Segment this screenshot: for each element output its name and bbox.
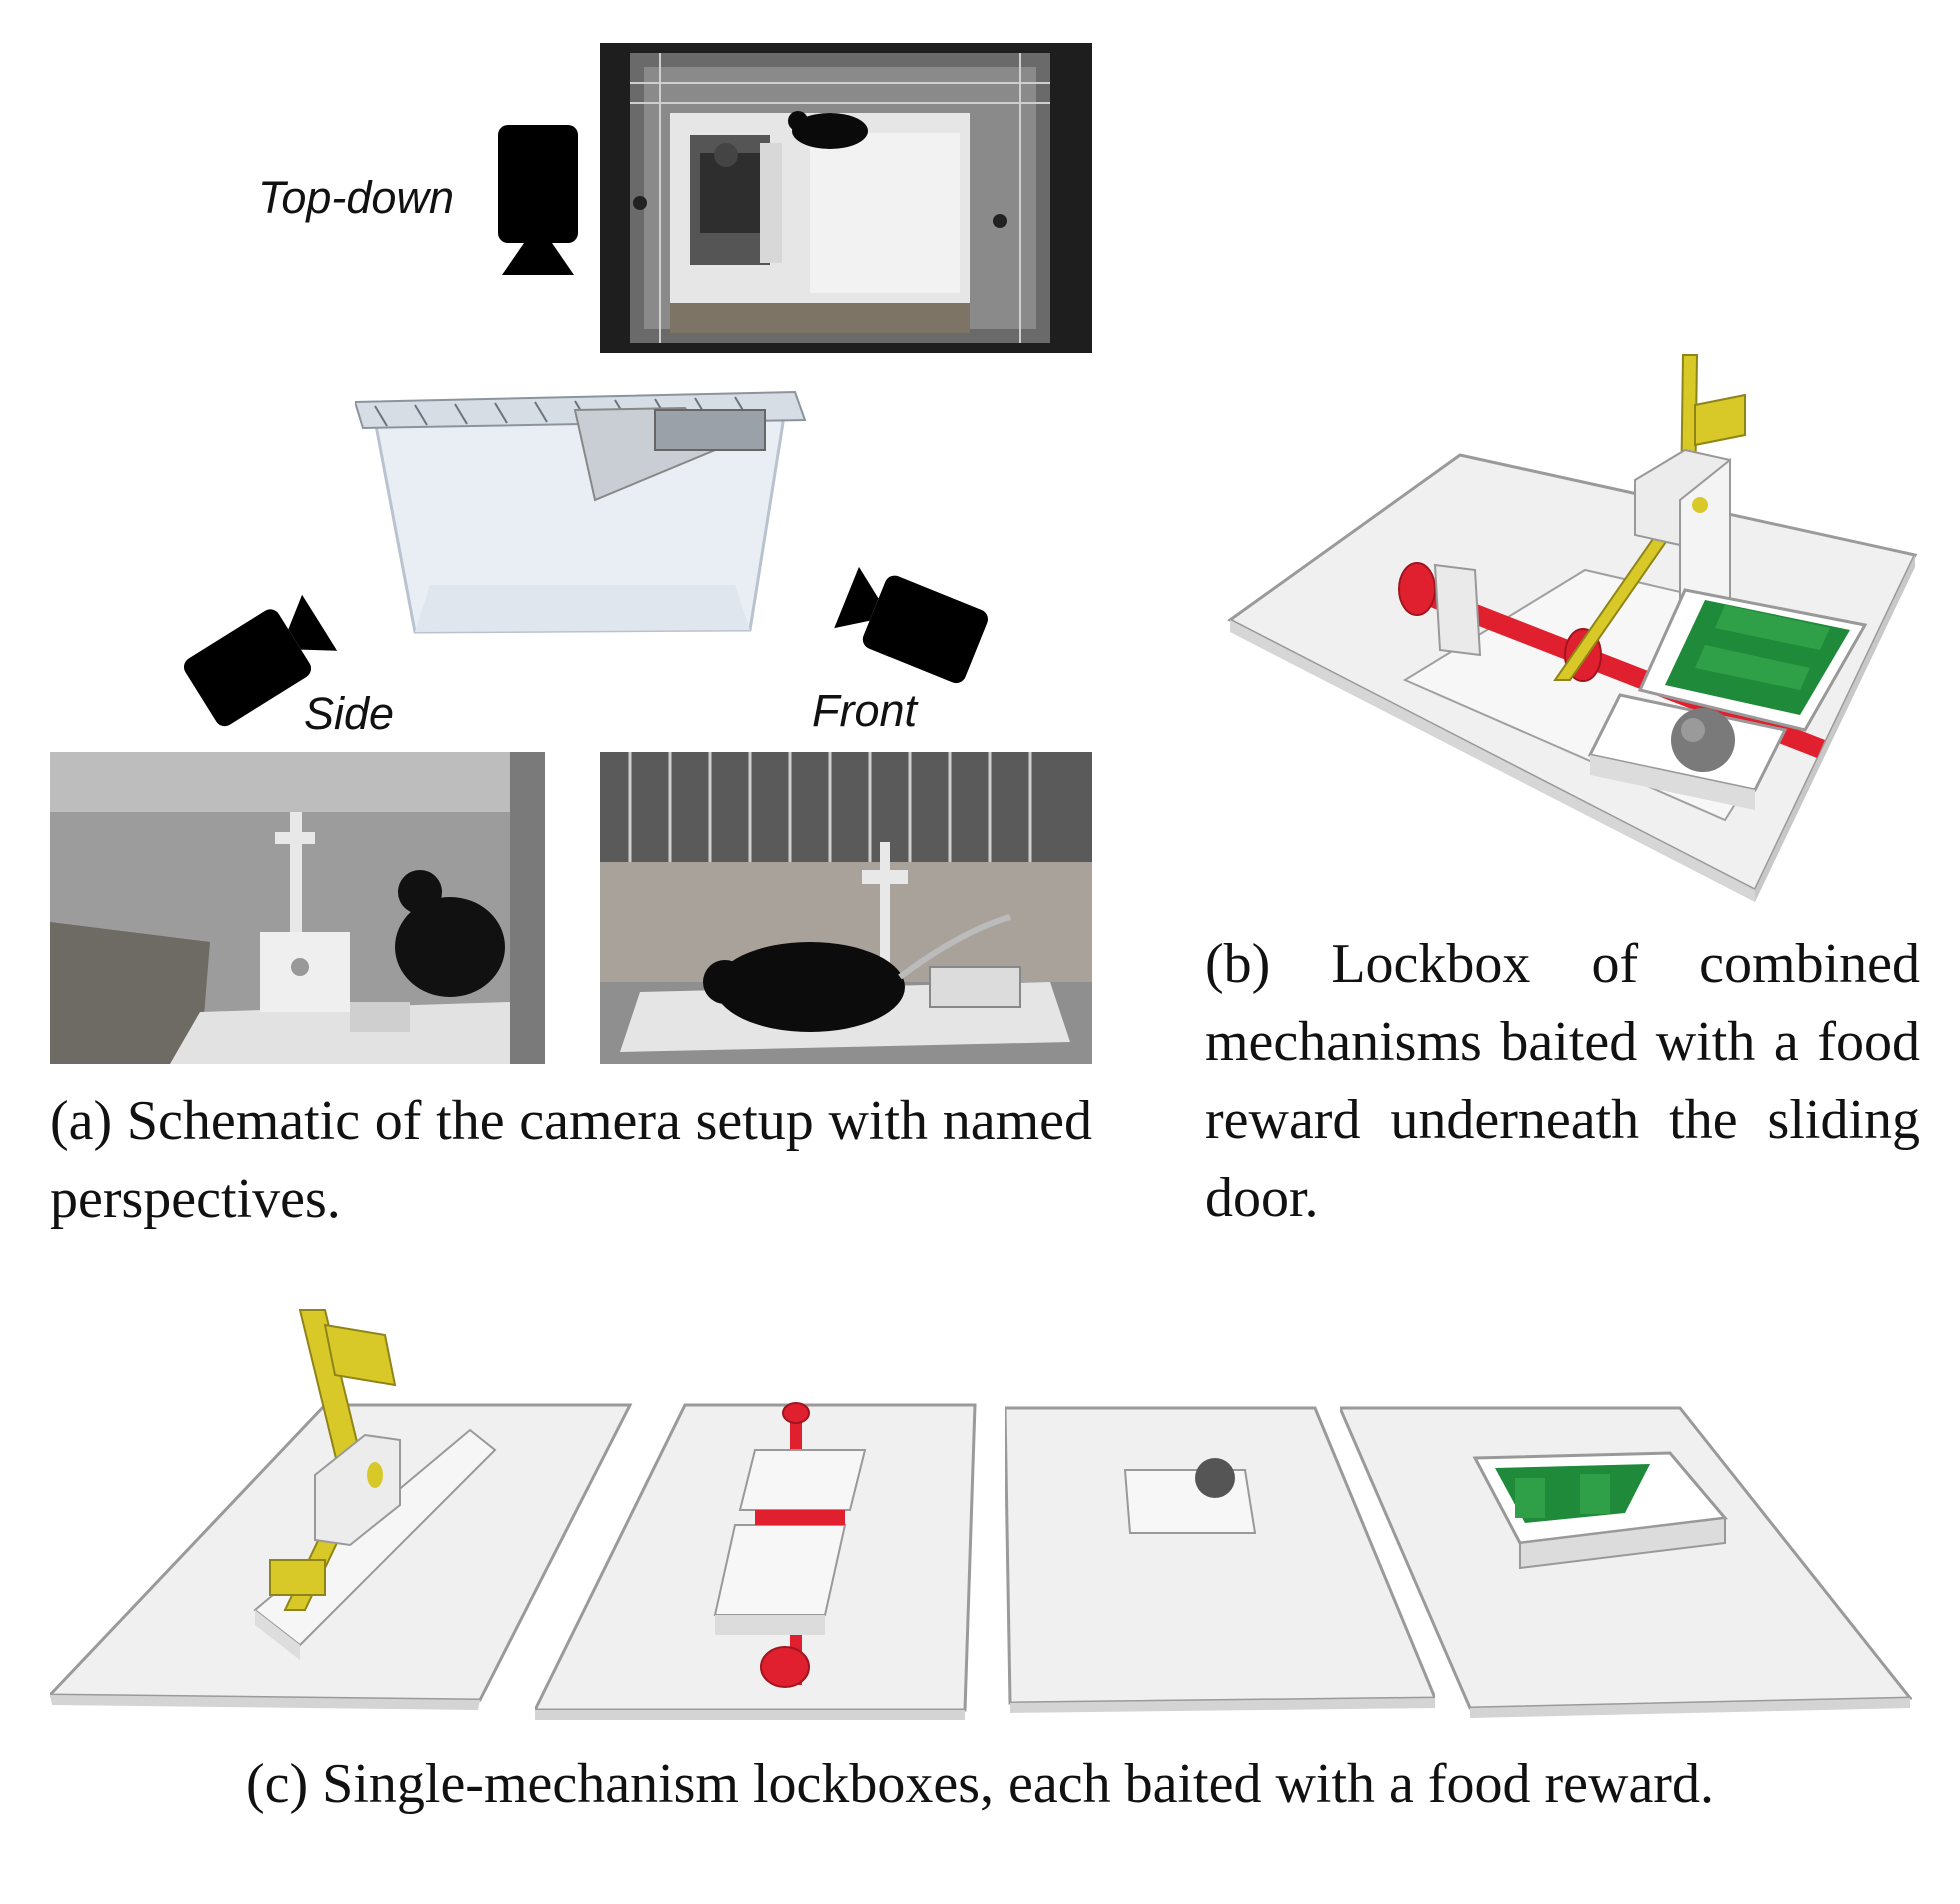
caption-a: (a) Schematic of the camera setup with n… <box>50 1090 1092 1230</box>
camera-icon-side <box>183 594 338 727</box>
photo-top-down <box>600 43 1092 353</box>
label-front: Front <box>812 685 918 736</box>
label-side: Side <box>304 688 395 739</box>
caption-c: (c) Single-mechanism lockboxes, each bai… <box>246 1753 1714 1815</box>
camera-icon-top-down <box>498 125 578 275</box>
lockbox-slider-render <box>1340 1406 1912 1718</box>
lockbox-ball-render <box>1005 1406 1435 1713</box>
lockbox-combined-render <box>1227 354 1918 902</box>
label-top-down: Top-down <box>258 172 454 223</box>
photo-front <box>600 752 1092 1064</box>
lockbox-lever-render <box>50 1309 633 1710</box>
cage-image <box>355 390 807 634</box>
lockbox-stick-render <box>535 1402 977 1720</box>
camera-icon-front <box>834 566 988 684</box>
photo-side <box>50 752 545 1064</box>
caption-b: (b) Lockbox of combined mechanisms baite… <box>1205 933 1920 1229</box>
